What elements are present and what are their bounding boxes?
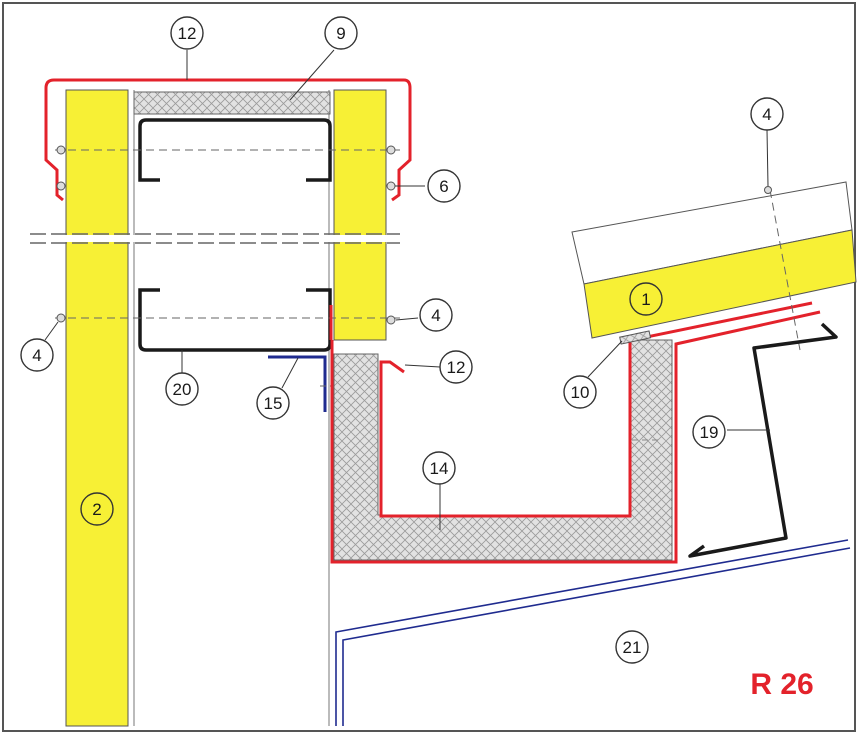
- callout-label: 1: [641, 290, 650, 309]
- callout-label: 15: [264, 394, 283, 413]
- callout-label: 20: [173, 380, 192, 399]
- steel-beam-outline: [335, 539, 849, 726]
- gutter-flashing-inner: [379, 342, 632, 518]
- c-profile-upper: [138, 118, 332, 182]
- callout-label: 4: [762, 105, 771, 124]
- callout-12-mid: 12: [439, 350, 473, 384]
- drawing-code: R 26: [750, 668, 813, 701]
- callout-label: 4: [32, 346, 41, 365]
- leader-4-mid: [395, 317, 419, 321]
- steel-beam-inner: [342, 547, 851, 726]
- callout-6: 6: [427, 169, 461, 203]
- coping-flashing: [44, 78, 412, 202]
- leader-12-mid: [404, 364, 441, 368]
- leader-4-left: [44, 321, 59, 341]
- sandwich-panel-left: [65, 89, 129, 727]
- screw-4: [386, 181, 396, 191]
- callout-19: 19: [692, 415, 726, 449]
- sealing-tape: [619, 330, 652, 345]
- callout-4-mid: 4: [419, 298, 453, 332]
- callout-20: 20: [165, 372, 199, 406]
- purlin-profile: [688, 322, 838, 558]
- callout-label: 14: [430, 459, 449, 478]
- callout-label: 2: [92, 500, 101, 519]
- callout-21: 21: [615, 630, 649, 664]
- callout-15: 15: [256, 386, 290, 420]
- c-profile-lower: [138, 288, 332, 352]
- screw-6: [386, 315, 396, 325]
- callout-4-left: 4: [20, 338, 54, 372]
- callout-label: 4: [431, 306, 440, 325]
- gutter-insulation: [333, 339, 673, 561]
- screw-5: [56, 313, 66, 323]
- sandwich-panel-right: [333, 89, 387, 341]
- callout-label: 12: [178, 24, 197, 43]
- callout-10: 10: [563, 375, 597, 409]
- roof-fastener-line: [769, 189, 801, 351]
- callout-14: 14: [422, 451, 456, 485]
- callout-1: 1: [629, 282, 663, 316]
- callout-2: 2: [80, 492, 114, 526]
- callout-label: 10: [571, 383, 590, 402]
- callout-label: 6: [439, 177, 448, 196]
- roof-screw: [764, 186, 772, 194]
- leader-10: [587, 340, 623, 378]
- gutter-flashing-top: [631, 301, 813, 342]
- break-gap: [30, 235, 400, 242]
- leader-9: [289, 49, 335, 101]
- callout-12-top: 12: [170, 16, 204, 50]
- callout-label: 9: [336, 24, 345, 43]
- top-insulation: [133, 91, 331, 115]
- screw-2: [56, 181, 66, 191]
- leader-4-top: [766, 129, 769, 187]
- screw-3: [386, 145, 396, 155]
- callout-9: 9: [324, 16, 358, 50]
- gutter-flashing-outer: [330, 310, 821, 564]
- leader-15: [281, 357, 299, 389]
- angle-profile: [268, 355, 327, 412]
- callout-label: 21: [623, 638, 642, 657]
- screw-1: [56, 145, 66, 155]
- callout-label: 19: [700, 423, 719, 442]
- callout-4-top: 4: [750, 97, 784, 131]
- callout-label: 12: [447, 358, 466, 377]
